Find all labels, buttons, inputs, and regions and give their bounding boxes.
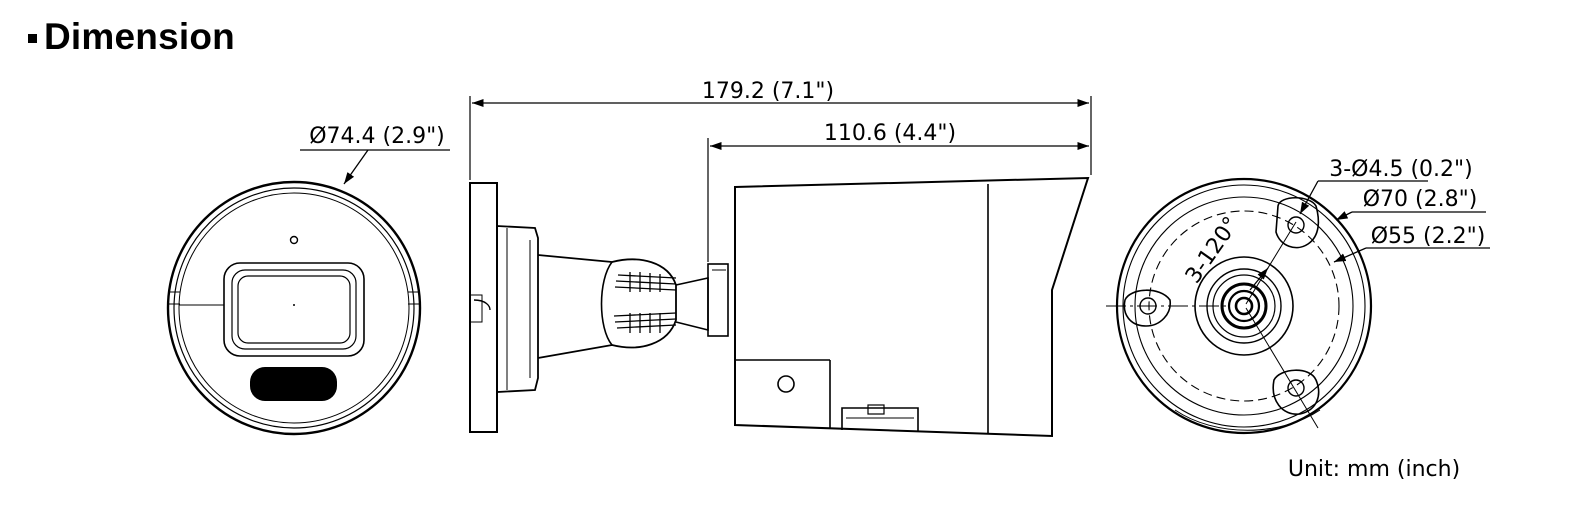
side-view [469, 96, 1092, 438]
front-diameter-label: Ø74.4 (2.9") [309, 124, 445, 149]
section-heading: Dimension [28, 16, 235, 58]
hole-spec-label: 3-Ø4.5 (0.2") [1329, 157, 1473, 182]
front-diameter-leader [300, 149, 450, 185]
base-view [1106, 177, 1490, 435]
unit-note: Unit: mm (inch) [1288, 457, 1460, 482]
front-view [166, 180, 422, 436]
ir-led-icon [250, 367, 337, 401]
page-title: Dimension [44, 16, 235, 57]
bullet-icon [28, 33, 37, 43]
mic-hole-icon [289, 235, 299, 245]
body-length-label: 110.6 (4.4") [824, 121, 956, 146]
total-length-label: 179.2 (7.1") [702, 79, 834, 104]
hole-circle-diameter-label: Ø55 (2.2") [1371, 224, 1486, 249]
lens-window [223, 262, 365, 357]
base-outer-diameter-label: Ø70 (2.8") [1363, 187, 1478, 212]
